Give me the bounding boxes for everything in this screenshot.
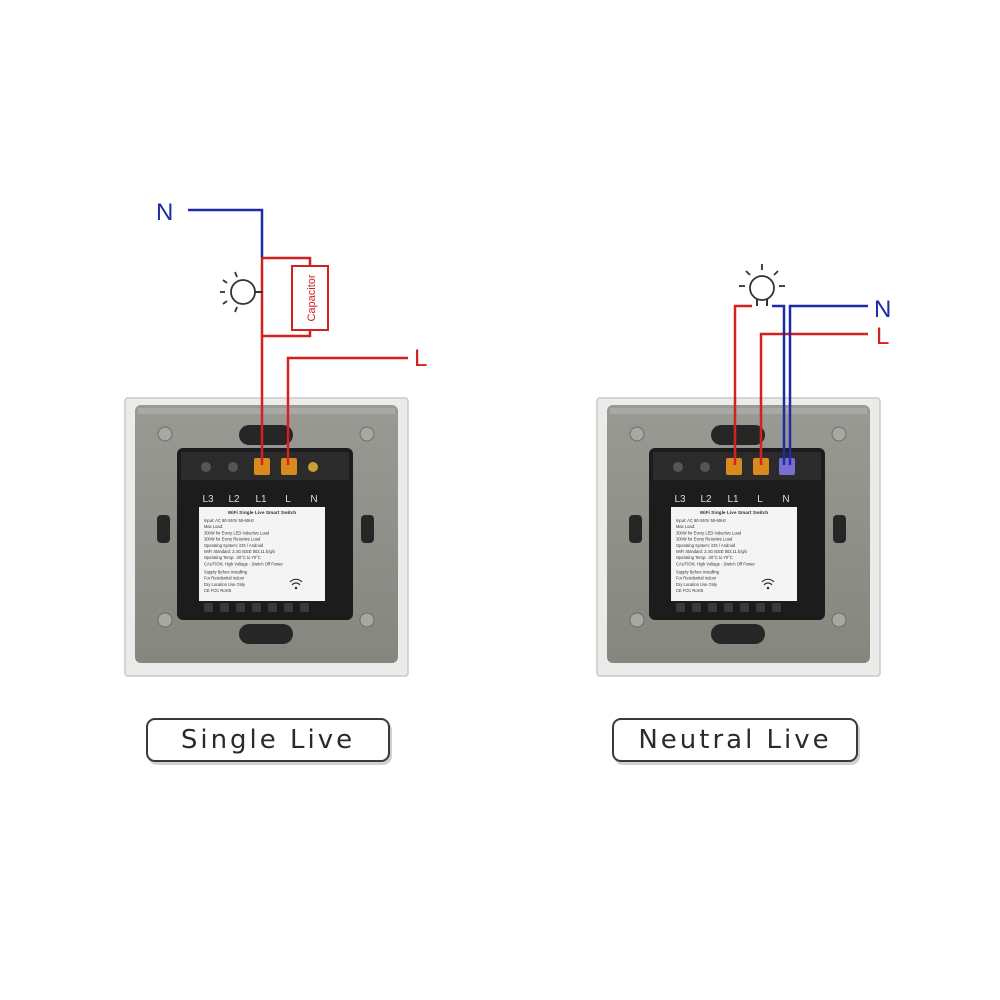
terminal-label-1: L2 — [700, 494, 712, 505]
neutral-live-diagram: L3 L2 L1 L N WiFi Single Live Smart Swit… — [596, 264, 891, 677]
single-live-caption: Single Live — [146, 718, 390, 762]
light-bulb-icon — [220, 271, 263, 313]
neutral-label: N — [874, 296, 891, 323]
terminal-label-0: L3 — [202, 494, 214, 505]
terminal-label-2: L1 — [255, 494, 267, 505]
spec-label-line: Input: AC 90-240V 50-60Hz — [204, 518, 254, 523]
switch-plate: L3 L2 L1 L N WiFi Single Live Smart Swit… — [124, 397, 409, 677]
spec-label — [199, 507, 325, 601]
spec-label-line: Supply Before Installing — [676, 569, 720, 574]
spec-label-line: CE FCC RoHS — [676, 588, 704, 593]
spec-label — [671, 507, 797, 601]
spec-label-line: Operating Temp: -20°C to 70°C — [204, 555, 261, 560]
terminal-label-1: L2 — [228, 494, 240, 505]
live-label: L — [876, 323, 889, 350]
spec-label-line: Max Load: — [676, 524, 695, 529]
spec-label-line: Dry Location Use Only — [204, 582, 246, 587]
spec-label-line: CE FCC RoHS — [204, 588, 232, 593]
neutral-wire — [188, 208, 264, 258]
spec-label-line: Operating System: iOS / Android — [204, 543, 264, 548]
live-label: L — [414, 345, 427, 372]
terminal-label-4: N — [782, 494, 789, 505]
switch-plate: L3 L2 L1 L N WiFi Single Live Smart Swit… — [596, 397, 881, 677]
terminal-label-3: L — [757, 494, 763, 505]
single-live-diagram: L3 L2 L1 L N WiFi Single Live Smart Swit… — [124, 199, 427, 677]
light-bulb-icon — [739, 264, 785, 306]
spec-label-line: CAUTION: High Voltage - Switch Off Power — [676, 561, 756, 566]
wifi-icon — [761, 578, 775, 590]
spec-label-line: 300W for Every LED Inductive Load — [676, 530, 742, 535]
spec-label-line: CAUTION: High Voltage - Switch Off Power — [204, 561, 284, 566]
spec-label-line: 300W for Every Resistive Load — [204, 537, 261, 542]
neutral-wire — [772, 304, 868, 465]
neutral-label: N — [156, 199, 173, 226]
spec-label-line: 300W for Every LED Inductive Load — [204, 530, 270, 535]
terminal-label-2: L1 — [727, 494, 739, 505]
spec-label-line: For Residential Indoor — [204, 576, 245, 581]
spec-label-line: WiFi Single Live Smart Switch — [700, 510, 769, 516]
live-wires — [733, 304, 868, 465]
neutral-live-caption: Neutral Live — [612, 718, 858, 762]
terminal-label-3: L — [285, 494, 291, 505]
spec-label-line: WiFi Standard: 2.4G IEEE 802.11 b/g/n — [204, 549, 276, 554]
terminal-label-4: N — [310, 494, 317, 505]
spec-label-line: Input: AC 90-240V 50-60Hz — [676, 518, 726, 523]
spec-label-line: Supply Before Installing — [204, 569, 248, 574]
spec-label-line: WiFi Single Live Smart Switch — [228, 510, 297, 516]
spec-label-line: Max Load: — [204, 524, 223, 529]
caption-text: Single Live — [180, 725, 356, 755]
spec-label-line: WiFi Standard: 2.4G IEEE 802.11 b/g/n — [676, 549, 748, 554]
wifi-icon — [289, 578, 303, 590]
spec-label-line: For Residential Indoor — [676, 576, 717, 581]
spec-label-line: 300W for Every Resistive Load — [676, 537, 733, 542]
capacitor-label: Capacitor — [306, 274, 318, 321]
caption-text: Neutral Live — [638, 725, 832, 755]
capacitor: Capacitor — [291, 265, 329, 331]
terminal-label-0: L3 — [674, 494, 686, 505]
spec-label-line: Dry Location Use Only — [676, 582, 718, 587]
spec-label-line: Operating Temp: -20°C to 70°C — [676, 555, 733, 560]
spec-label-line: Operating System: iOS / Android — [676, 543, 736, 548]
